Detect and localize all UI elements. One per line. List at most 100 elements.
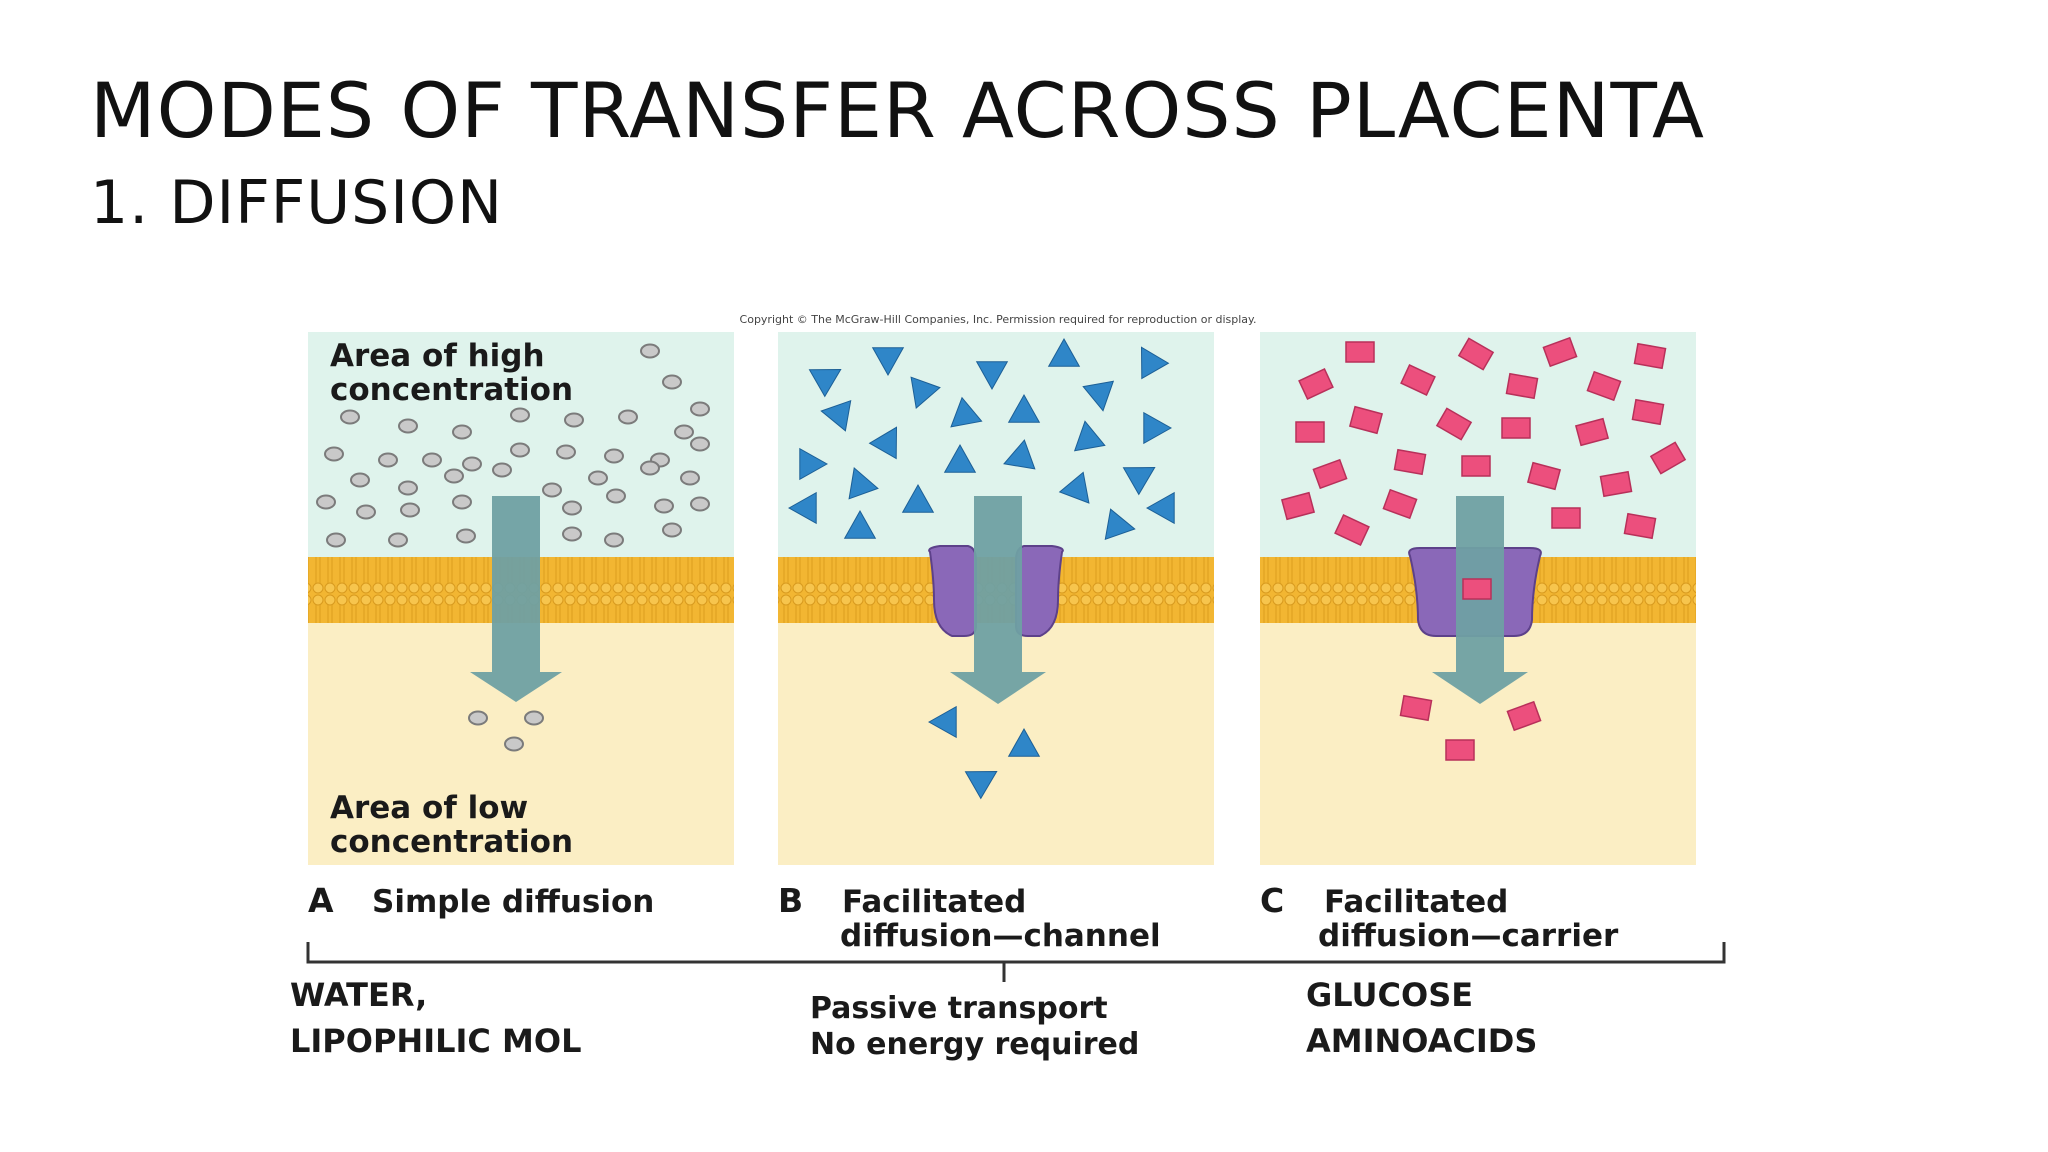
molecule-square: [1631, 398, 1665, 426]
bracket-label-line1: Passive transport: [810, 991, 1108, 1026]
molecule-square: [1461, 455, 1491, 477]
molecule-circle: [462, 456, 482, 472]
molecule-square: [1345, 341, 1375, 363]
molecule-circle: [452, 424, 472, 440]
panel-c-caption-line2: diffusion—carrier: [1318, 918, 1619, 954]
molecule-triangle: [871, 347, 905, 377]
molecule-circle: [400, 502, 420, 518]
molecule-circle: [674, 424, 694, 440]
molecule-triangle: [843, 509, 877, 539]
molecule-square: [1649, 441, 1687, 475]
molecule-circle: [662, 522, 682, 538]
molecule-circle: [456, 528, 476, 544]
molecule-circle: [316, 494, 336, 510]
panel-b-caption-line1: Facilitated: [842, 884, 1026, 920]
molecule-circle: [378, 452, 398, 468]
molecule-square: [1295, 421, 1325, 443]
molecule-circle: [452, 494, 472, 510]
molecule-triangle: [808, 368, 842, 398]
molecule-circle: [422, 452, 442, 468]
molecule-square: [1334, 514, 1370, 546]
molecule-circle: [398, 418, 418, 434]
panel-c-caption-line1: Facilitated: [1324, 884, 1508, 920]
molecule-circle: [388, 532, 408, 548]
panel-c-particles-top: [1280, 336, 1687, 546]
molecule-circle: [324, 446, 344, 462]
molecule-circle: [340, 409, 360, 425]
molecule-circle: [326, 532, 346, 548]
molecule-square: [1526, 461, 1562, 491]
molecule-triangle: [799, 447, 829, 481]
molecule-circle: [556, 444, 576, 460]
molecule-triangle: [1007, 727, 1041, 757]
panel-a-letter: A: [308, 881, 334, 920]
molecule-triangle: [1122, 466, 1156, 496]
molecule-circle: [444, 468, 464, 484]
panel-a-particles-bottom: [468, 710, 544, 752]
panel-b-caption-line2: diffusion—channel: [840, 918, 1161, 954]
molecule-square: [1623, 512, 1657, 540]
panel-a: Area of high concentration Area of low c…: [308, 332, 734, 865]
molecule-circle: [654, 498, 674, 514]
molecule-triangle: [1082, 380, 1115, 412]
molecule-triangle: [1047, 337, 1081, 367]
molecule-circle: [690, 436, 710, 452]
molecule-triangle: [943, 443, 977, 473]
molecule-triangle: [975, 361, 1009, 391]
molecule-circle: [588, 470, 608, 486]
molecule-circle: [524, 710, 544, 726]
molecule-circle: [510, 442, 530, 458]
molecule-circle: [690, 496, 710, 512]
high-concentration-label-2: concentration: [330, 372, 573, 408]
molecule-circle: [398, 480, 418, 496]
molecule-triangle: [927, 705, 957, 739]
molecule-circle: [504, 736, 524, 752]
molecule-triangle: [820, 399, 852, 432]
molecule-circle: [640, 460, 660, 476]
molecule-triangle: [1007, 393, 1041, 423]
panel-b-particles-bottom: [927, 705, 1041, 800]
molecule-square: [1551, 507, 1581, 529]
molecule-square: [1435, 407, 1473, 441]
molecule-square: [1399, 694, 1433, 722]
note-right-line1: GLUCOSE: [1306, 976, 1473, 1014]
panel-c-letter: C: [1260, 881, 1284, 920]
molecule-triangle: [1003, 439, 1036, 470]
molecule-circle: [350, 472, 370, 488]
molecule-triangle: [1145, 491, 1175, 525]
panel-a-caption: Simple diffusion: [372, 884, 654, 920]
slide-subtitle: 1. DIFFUSION: [90, 168, 504, 238]
molecule-circle: [640, 343, 660, 359]
panel-b-channel-protein: [928, 545, 1064, 637]
molecule-circle: [662, 374, 682, 390]
molecule-square: [1501, 417, 1531, 439]
molecule-circle: [356, 504, 376, 520]
passive-transport-bracket: [306, 942, 1726, 982]
high-concentration-label-1: Area of high: [330, 338, 545, 374]
molecule-circle: [604, 532, 624, 548]
molecule-circle: [468, 710, 488, 726]
molecule-triangle: [1058, 471, 1090, 504]
molecule-circle: [604, 448, 624, 464]
panel-b-letter: B: [778, 881, 803, 920]
note-right-line2: AMINOACIDS: [1306, 1022, 1537, 1060]
molecule-square: [1506, 700, 1542, 732]
molecule-circle: [542, 482, 562, 498]
molecule-square: [1505, 372, 1539, 400]
molecule-square: [1382, 488, 1418, 520]
slide-title: MODES OF TRANSFER ACROSS PLACENTA: [90, 66, 1705, 155]
carrier-bound-molecule: [1462, 578, 1492, 600]
molecule-circle: [510, 407, 530, 423]
note-left-line1: WATER,: [290, 976, 427, 1014]
molecule-triangle: [950, 396, 983, 428]
molecule-circle: [492, 462, 512, 478]
molecule-square: [1633, 342, 1667, 370]
low-concentration-label-2: concentration: [330, 824, 573, 860]
molecule-square: [1574, 417, 1610, 447]
molecule-circle: [606, 488, 626, 504]
copyright-text: Copyright © The McGraw-Hill Companies, I…: [740, 313, 1257, 326]
molecule-circle: [562, 500, 582, 516]
molecule-square: [1348, 405, 1384, 435]
